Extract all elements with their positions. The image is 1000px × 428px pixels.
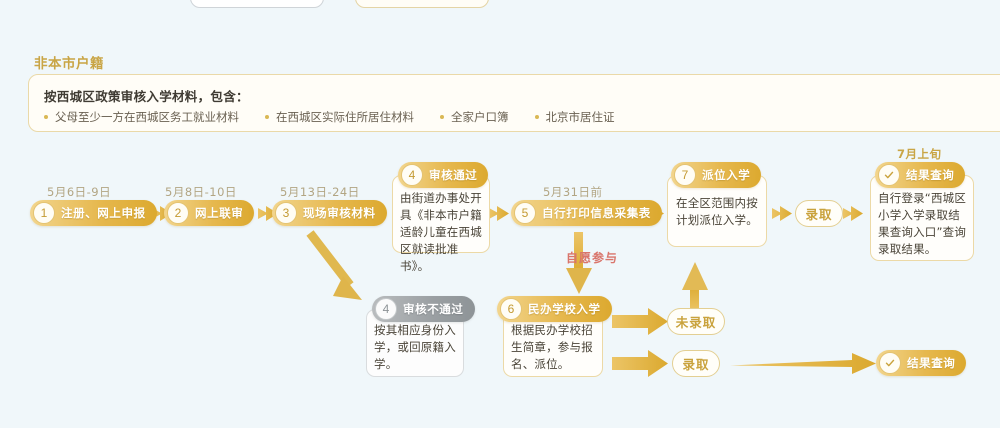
step-2[interactable]: 2 网上联审 <box>164 200 255 226</box>
step-1-date: 5月6日-9日 <box>47 185 112 199</box>
step-4-fail-body: 按其相应身份入学，或回原籍入学。 <box>374 323 456 371</box>
step-4-pass-number: 4 <box>401 164 423 186</box>
step-3[interactable]: 3 现场审核材料 <box>272 200 387 226</box>
step-1-number: 1 <box>33 202 55 224</box>
material-item: 北京市居住证 <box>534 109 615 125</box>
outcome-admitted-bottom-label: 录取 <box>682 357 710 372</box>
material-item: 在西城区实际住所居住材料 <box>265 109 414 125</box>
step-3-date: 5月13日-24日 <box>280 185 360 199</box>
step-7[interactable]: 7 派位入学 <box>671 162 762 188</box>
step-3-number: 3 <box>275 202 297 224</box>
materials-panel <box>28 74 1000 132</box>
step-5-date: 5月31日前 <box>543 185 603 199</box>
arrow-step6-to-admitted <box>612 350 668 377</box>
arrow-notadmitted-to-step7 <box>682 262 708 312</box>
result-top-label: 结果查询 <box>906 168 955 182</box>
step-5-label: 自行打印信息采集表 <box>542 206 651 220</box>
step-6-body: 根据民办学校招生简章，参与报名、派位。 <box>511 323 593 371</box>
material-label: 父母至少一方在西城区务工就业材料 <box>55 110 239 124</box>
material-item: 父母至少一方在西城区务工就业材料 <box>44 109 239 125</box>
material-item: 全家户口簿 <box>440 109 509 125</box>
material-label: 北京市居住证 <box>545 110 615 124</box>
outcome-admitted-bottom[interactable]: 录取 <box>672 350 720 377</box>
step-2-label: 网上联审 <box>195 206 244 220</box>
check-icon <box>879 352 901 374</box>
step-7-label: 派位入学 <box>702 168 751 182</box>
step-1[interactable]: 1 注册、网上申报 <box>30 200 157 226</box>
step-6-number: 6 <box>500 298 522 320</box>
step-6-label: 民办学校入学 <box>528 302 601 316</box>
bullet-icon <box>44 115 48 119</box>
bullet-icon <box>265 115 269 119</box>
bullet-icon <box>440 115 444 119</box>
bullet-icon <box>534 115 539 119</box>
step-1-label: 注册、网上申报 <box>61 206 146 220</box>
arrow-step5-to-step6 <box>566 232 592 294</box>
step-6[interactable]: 6 民办学校入学 <box>497 296 612 322</box>
outcome-not-admitted[interactable]: 未录取 <box>667 308 725 335</box>
step-3-label: 现场审核材料 <box>303 206 376 220</box>
step-5-number: 5 <box>514 202 536 224</box>
step-7-number: 7 <box>674 164 696 186</box>
arrow-step3-to-fail <box>306 230 362 300</box>
check-icon <box>878 164 900 186</box>
step-5[interactable]: 5 自行打印信息采集表 <box>511 200 662 226</box>
step-4-fail[interactable]: 4 审核不通过 <box>372 296 475 322</box>
step-4-fail-number: 4 <box>375 298 397 320</box>
materials-title: 按西城区政策审核入学材料，包含： <box>44 89 249 104</box>
section-heading: 非本市户籍 <box>34 56 104 72</box>
result-top-card <box>870 175 974 261</box>
result-bottom-label: 结果查询 <box>907 356 956 370</box>
material-label: 全家户口簿 <box>451 110 509 124</box>
step-4-fail-label: 审核不通过 <box>403 302 464 316</box>
step-4-pass-body: 由街道办事处开具《非本市户籍适龄儿童在西城区就读批准书》。 <box>400 191 482 273</box>
result-top-date: 7月上旬 <box>897 147 942 161</box>
material-label: 在西城区实际住所居住材料 <box>276 110 414 124</box>
materials-list: 父母至少一方在西城区务工就业材料 在西城区实际住所居住材料 全家户口簿 北京市居… <box>44 109 641 125</box>
step-4-pass[interactable]: 4 审核通过 <box>398 162 489 188</box>
arrow-admitted-to-result <box>730 353 876 374</box>
outcome-admitted-top[interactable]: 录取 <box>795 200 843 227</box>
voluntary-note: 自愿参与 <box>566 251 619 265</box>
step-2-number: 2 <box>167 202 189 224</box>
result-bottom[interactable]: 结果查询 <box>876 350 967 376</box>
outcome-admitted-top-label: 录取 <box>805 207 833 222</box>
outcome-not-admitted-label: 未录取 <box>675 315 717 330</box>
step-2-date: 5月8日-10日 <box>165 185 237 199</box>
result-top[interactable]: 结果查询 <box>875 162 966 188</box>
result-top-body: 自行登录“西城区小学入学录取结果查询入口”查询录取结果。 <box>878 191 967 256</box>
arrow-step6-to-notadmitted <box>612 308 668 335</box>
step-4-pass-label: 审核通过 <box>429 168 478 182</box>
step-4-pass-card <box>392 175 490 253</box>
step-7-body: 在全区范围内按计划派位入学。 <box>676 196 758 227</box>
